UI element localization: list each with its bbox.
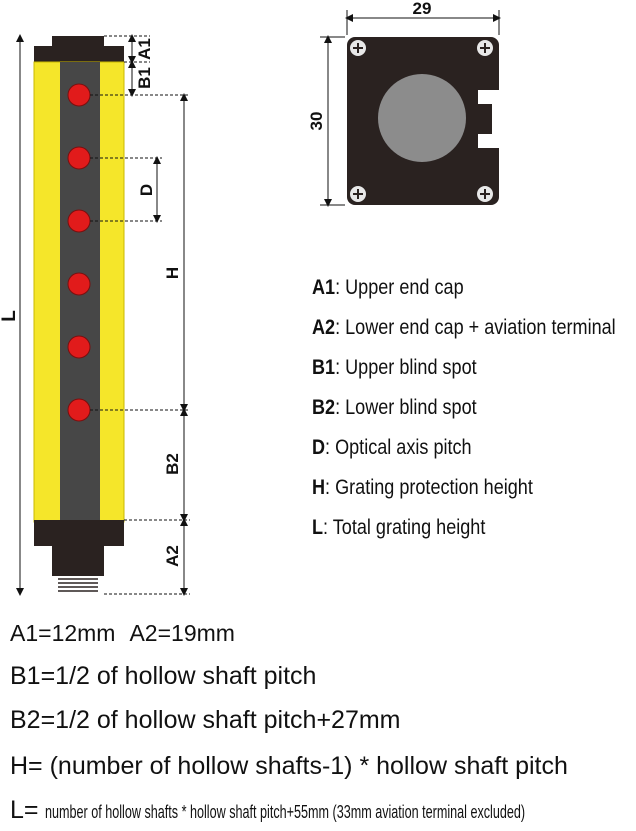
dim-label-l: L [0,310,20,322]
formula-l: L= number of hollow shafts * hollow shaf… [10,796,526,824]
grating-diagram: A1 B1 D H B2 A2 L 29 30 [0,0,501,596]
beam-4 [67,272,91,296]
cross-section-view [347,37,500,205]
screw-icon [350,186,366,202]
screw-icon [477,186,493,202]
section-width-label: 29 [413,0,432,18]
corner-screws [350,40,493,202]
beam-6 [67,398,91,422]
legend-item-d: D: Optical axis pitch [312,436,472,459]
dim-label-h: H [163,267,182,279]
dimension-lines [16,34,190,596]
lower-end-cap [34,520,124,546]
beam-5 [67,335,91,359]
upper-end-cap [52,36,104,48]
legend-item-l: L: Total grating height [312,516,486,539]
dim-label-a2: A2 [163,545,182,567]
legend: A1: Upper end cap A2: Lower end cap + av… [312,272,616,552]
lens-circle [378,74,466,162]
legend-item-b2: B2: Lower blind spot [312,396,477,419]
screw-icon [477,40,493,56]
legend-item-a1: A1: Upper end cap [312,276,464,299]
beam-1 [67,83,91,107]
formula-b2: B2=1/2 of hollow shaft pitch+27mm [10,706,401,734]
dim-label-d: D [137,184,156,196]
beam-3 [67,209,91,233]
section-height-label: 30 [307,112,326,131]
formula-b1: B1=1/2 of hollow shaft pitch [10,662,317,690]
dim-label-b1: B1 [135,67,154,89]
legend-item-b1: B1: Upper blind spot [312,356,477,379]
section-dimension-lines [320,10,501,207]
formula-h: H= (number of hollow shafts-1) * hollow … [10,752,568,780]
upper-end-cap-base [34,46,124,62]
light-grating-front-view [33,36,125,592]
aviation-terminal [52,546,104,576]
beam-2 [67,146,91,170]
terminal-thread [58,578,98,592]
section-notch-inner [478,104,492,134]
dim-label-b2: B2 [163,453,182,475]
legend-item-a2: A2: Lower end cap + aviation terminal [312,316,616,339]
legend-item-h: H: Grating protection height [312,476,533,499]
dim-label-a1: A1 [135,38,154,60]
screw-icon [350,40,366,56]
